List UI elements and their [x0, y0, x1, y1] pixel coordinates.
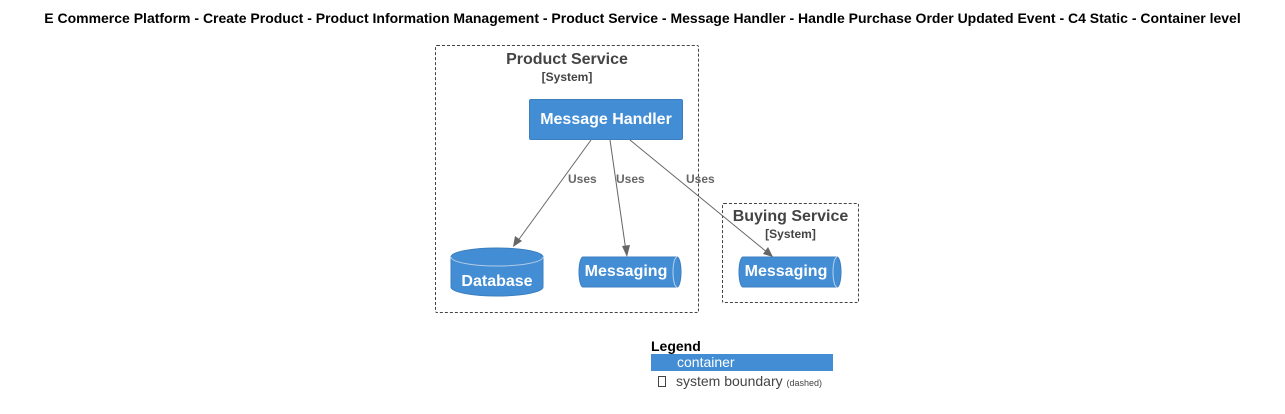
edge-to-messaging	[609, 139, 630, 257]
messaging-label: Messaging	[584, 263, 668, 280]
boundary-name: Buying Service	[732, 208, 849, 225]
edge-label: Uses	[616, 172, 645, 186]
edge-label: Uses	[686, 172, 715, 186]
legend-container-label: container	[677, 354, 735, 370]
database-label: Database	[461, 273, 533, 290]
legend-title: Legend	[651, 338, 701, 354]
boundary-name: Product Service	[506, 51, 628, 68]
edge-label: Uses	[568, 172, 597, 186]
boundary-type: [System]	[765, 227, 816, 241]
legend-container-entry: container	[651, 354, 833, 371]
messaging-queue-shape[interactable]	[738, 256, 842, 288]
edge-to-database	[513, 139, 592, 247]
diagram-title: E Commerce Platform - Create Product - P…	[44, 10, 1241, 26]
boundary-buying-service: Buying Service [System]	[722, 203, 859, 303]
messaging-label: Messaging	[744, 263, 828, 280]
message-handler-container[interactable]: Message Handler	[529, 99, 683, 140]
database-shape[interactable]	[450, 247, 544, 297]
boundary-swatch-icon	[658, 376, 666, 387]
boundary-type: [System]	[541, 70, 593, 84]
boundary-product-service: Product Service [System]	[435, 45, 699, 313]
legend-boundary-entry: system boundary (dashed)	[651, 373, 822, 389]
legend-boundary-note: (dashed)	[786, 378, 823, 388]
messaging-queue-shape[interactable]	[578, 256, 682, 288]
legend-boundary-label: system boundary	[676, 373, 783, 389]
edge-to-buying-messaging	[629, 139, 773, 257]
